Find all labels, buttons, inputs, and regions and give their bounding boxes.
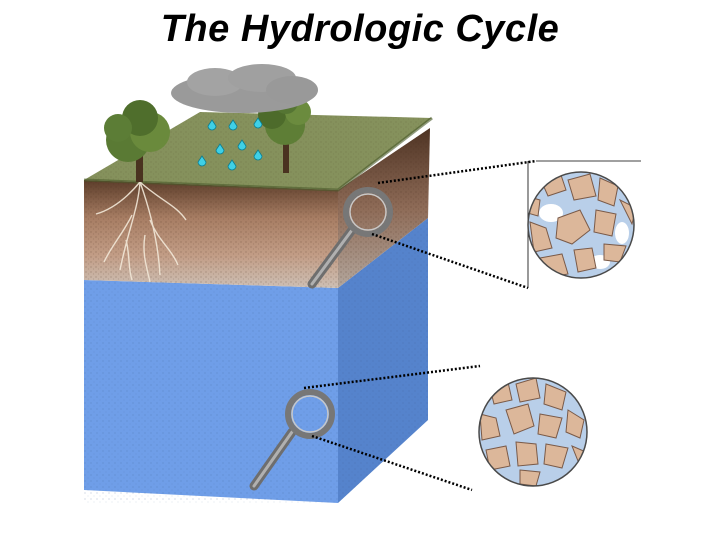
raindrop-icon xyxy=(253,149,263,161)
ground-block xyxy=(83,112,433,503)
raindrop-icon xyxy=(207,119,217,131)
raindrop-icon xyxy=(237,139,247,151)
tree-icon xyxy=(104,100,170,182)
tree-roots xyxy=(95,181,187,283)
raindrop-icon xyxy=(227,159,237,171)
saturated-pore-closeup xyxy=(478,377,588,487)
diagram-title: The Hydrologic Cycle xyxy=(160,8,560,50)
magnifier-icon xyxy=(307,187,393,289)
callout-leader-lines-top xyxy=(371,159,537,290)
rain-cloud-icon xyxy=(171,64,318,113)
raindrop-icon xyxy=(215,143,225,155)
raindrop-icon xyxy=(228,119,238,131)
magnifier-icon xyxy=(249,389,335,491)
raindrop-icon xyxy=(197,155,207,167)
unsaturated-pore-closeup xyxy=(527,171,635,279)
raindrops xyxy=(197,117,263,171)
raindrop-icon xyxy=(253,117,263,129)
callout-leader-lines-bottom xyxy=(303,364,481,492)
